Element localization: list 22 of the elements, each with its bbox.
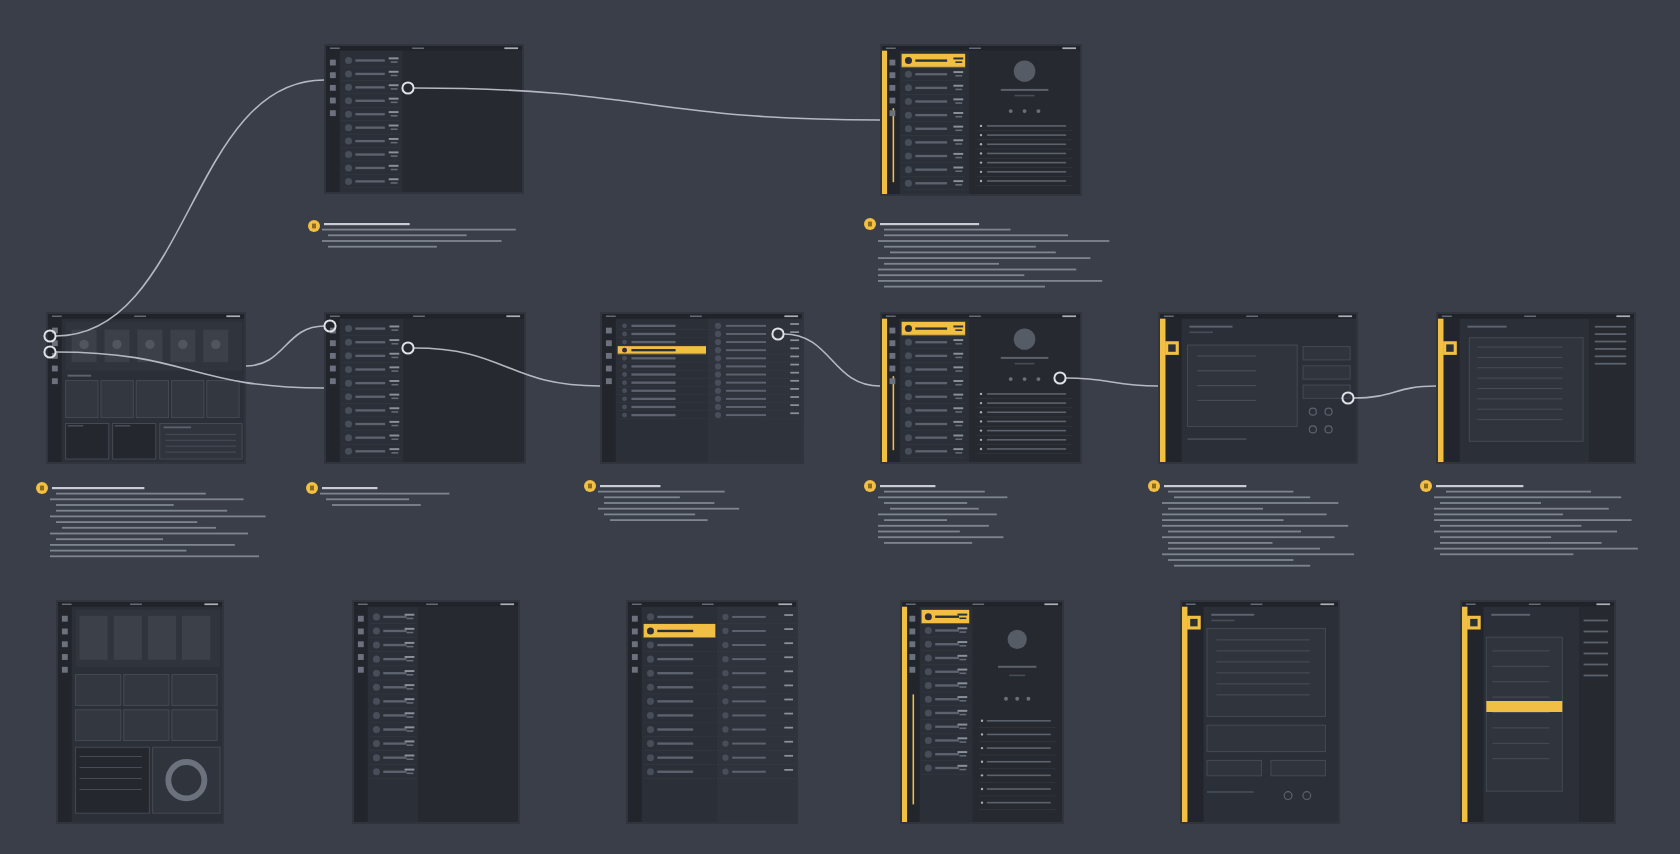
wireframe-screen [880,44,1082,196]
wireframe-screen [880,312,1082,464]
wireframe-screen [1436,312,1636,464]
connector-line [54,351,325,389]
wireframe-screen [900,600,1064,824]
connector-line [782,333,881,387]
wireframe-screen [56,600,224,824]
connector-line [54,79,325,337]
connector-line [412,347,601,387]
wireframe-screen [1180,600,1340,824]
wireframe-screen [324,44,524,194]
wireframe-screen [1158,312,1358,464]
connector-line [1352,385,1437,399]
wireframe-screen [352,600,520,824]
wireframe-screen [1460,600,1616,824]
wireframe-screen [626,600,798,824]
wireframe-screen [324,312,526,464]
connector-line [245,325,326,367]
connector-line [412,87,881,121]
wireframe-screen [600,312,804,464]
wireframe-screen [46,312,246,464]
connector-line [1064,377,1159,387]
